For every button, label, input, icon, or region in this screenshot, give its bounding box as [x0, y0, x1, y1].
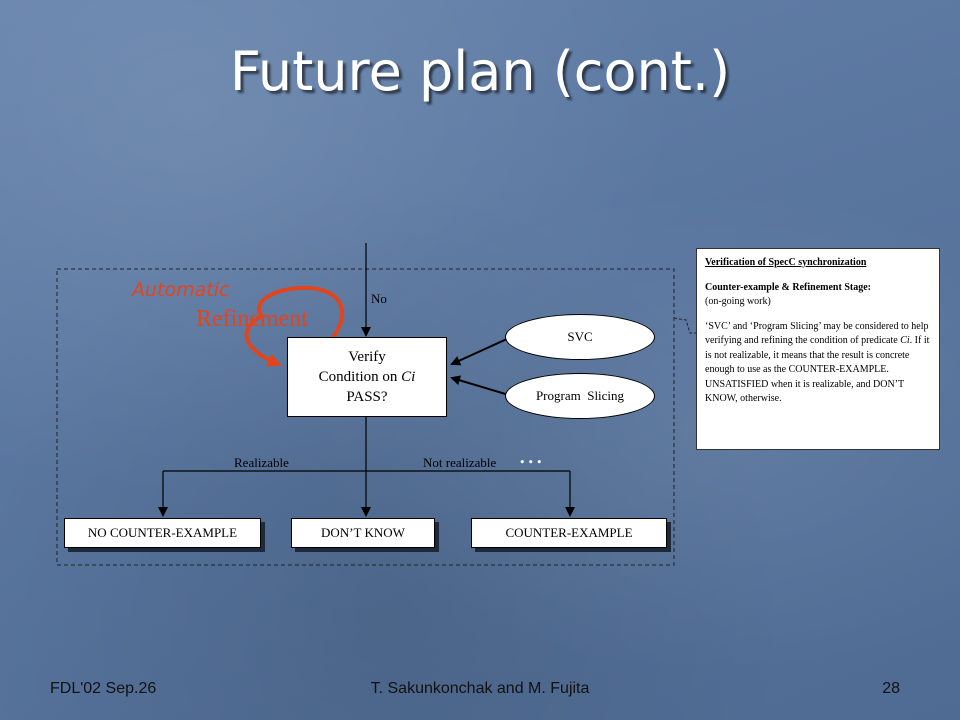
page-number: 28 — [882, 680, 900, 697]
program-slicing-label: Program Slicing — [535, 388, 625, 403]
verify-condition-box: Verify Condition on Ci PASS? — [287, 337, 447, 417]
svc-arrow — [450, 337, 510, 366]
verify-line-2: Condition on Ci — [318, 369, 416, 385]
refinement-loop-arrow — [244, 285, 345, 367]
callout-connector — [673, 317, 696, 334]
outcome-no-counter-example: NO COUNTER-EXAMPLE — [64, 518, 261, 548]
verify-line-1: Verify — [348, 349, 386, 365]
footer-date: FDL'02 Sep.26 — [50, 680, 157, 697]
automatic-label: Automatic — [132, 279, 230, 301]
note-heading: Verification of SpecC synchronization — [705, 257, 867, 268]
refinement-label: Refinement — [196, 306, 308, 332]
note-stage-status: (on-going work) — [705, 296, 771, 307]
verification-note-box: Verification of SpecC synchronization Co… — [696, 248, 940, 450]
note-stage-title: Counter-example & Refinement Stage: — [705, 281, 871, 293]
outcome-dont-know: DON’T KNOW — [291, 518, 435, 548]
realizable-label: Realizable — [234, 455, 289, 470]
ellipsis-mark: ... — [519, 440, 545, 469]
program-slicing-ellipse: Program Slicing — [505, 373, 655, 419]
svc-ellipse: SVC — [505, 314, 655, 360]
footer-authors: T. Sakunkonchak and M. Fujita — [370, 680, 590, 697]
not-realizable-label: Not realizable — [423, 455, 497, 470]
verify-line-3: PASS? — [346, 389, 388, 405]
no-label: No — [371, 291, 387, 306]
svc-label: SVC — [567, 329, 593, 344]
slide-title: Future plan (cont.) — [229, 40, 731, 103]
slicing-arrow — [450, 375, 510, 396]
outcome-counter-example: COUNTER-EXAMPLE — [471, 518, 667, 548]
note-body: ‘SVC’ and ‘Program Slicing’ may be consi… — [705, 320, 930, 405]
